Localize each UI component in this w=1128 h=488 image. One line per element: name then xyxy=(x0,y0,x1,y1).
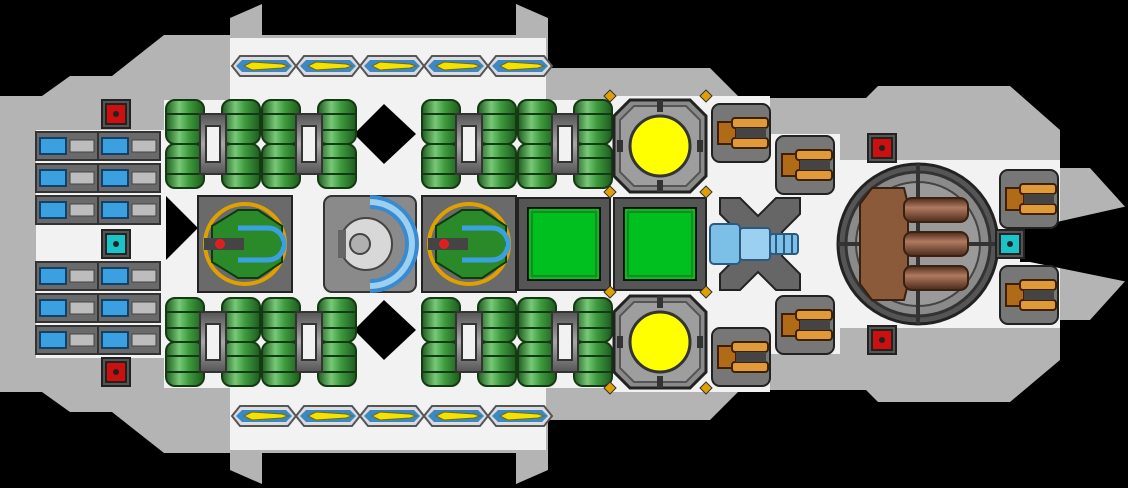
fuel-tank-bank xyxy=(165,99,613,387)
thruster-icon xyxy=(486,405,554,427)
crew-pod[interactable] xyxy=(35,293,99,323)
thruster-icon xyxy=(294,55,362,77)
crew-pod[interactable] xyxy=(35,163,99,193)
crew-pod[interactable] xyxy=(97,195,161,225)
turret-group xyxy=(711,103,1059,387)
sensor-icon xyxy=(101,99,131,129)
fuel-tank-lower-left-b[interactable] xyxy=(261,297,357,387)
thruster-icon xyxy=(358,55,426,77)
sensor-icon xyxy=(995,229,1025,259)
crew-pod[interactable] xyxy=(35,325,99,355)
gyro[interactable] xyxy=(421,195,517,293)
crew-pod[interactable] xyxy=(35,131,99,161)
fuel-tank-upper-left-b[interactable] xyxy=(261,99,357,189)
fuel-tank-lower-right-a[interactable] xyxy=(421,297,517,387)
sensor-icon xyxy=(867,133,897,163)
thruster-icon xyxy=(358,405,426,427)
triple-barrel-turret[interactable] xyxy=(836,162,1000,326)
thruster-icon xyxy=(486,55,554,77)
crew-pod[interactable] xyxy=(97,131,161,161)
gyro[interactable] xyxy=(197,195,293,293)
sensor-icon xyxy=(867,325,897,355)
turret[interactable] xyxy=(999,265,1059,325)
reactor-group xyxy=(603,89,713,395)
power-cell[interactable] xyxy=(517,197,611,291)
gyro-group xyxy=(197,195,517,293)
power-cell[interactable] xyxy=(613,197,707,291)
crew-pod[interactable] xyxy=(97,293,161,323)
crew-pod[interactable] xyxy=(97,325,161,355)
crew-pod-bank xyxy=(35,131,161,355)
thruster-icon xyxy=(422,55,490,77)
turret[interactable] xyxy=(711,327,771,387)
fuel-tank-lower-left-a[interactable] xyxy=(165,297,261,387)
turret[interactable] xyxy=(711,103,771,163)
gap-upper xyxy=(354,104,416,164)
crew-pod[interactable] xyxy=(97,261,161,291)
sensor-icon xyxy=(101,357,131,387)
cockpit[interactable] xyxy=(323,195,419,293)
gap-lower xyxy=(354,300,416,360)
thruster-row-top xyxy=(230,55,554,77)
thruster-icon xyxy=(230,55,298,77)
fuel-tank-upper-left-a[interactable] xyxy=(165,99,261,189)
plasma-cannon[interactable] xyxy=(709,197,801,291)
crew-pod[interactable] xyxy=(35,195,99,225)
reactor[interactable] xyxy=(603,89,713,199)
thruster-icon xyxy=(294,405,362,427)
crew-pod[interactable] xyxy=(35,261,99,291)
turret[interactable] xyxy=(999,169,1059,229)
turret[interactable] xyxy=(775,295,835,355)
fuel-tank-upper-right-a[interactable] xyxy=(421,99,517,189)
fuel-tank-upper-right-b[interactable] xyxy=(517,99,613,189)
fuel-tank-lower-right-b[interactable] xyxy=(517,297,613,387)
crew-pod[interactable] xyxy=(97,163,161,193)
sensor-group xyxy=(101,99,1025,387)
thruster-row-bottom xyxy=(230,405,554,427)
thruster-icon xyxy=(422,405,490,427)
sensor-icon xyxy=(101,229,131,259)
reactor[interactable] xyxy=(603,285,713,395)
turret[interactable] xyxy=(775,135,835,195)
thruster-icon xyxy=(230,405,298,427)
